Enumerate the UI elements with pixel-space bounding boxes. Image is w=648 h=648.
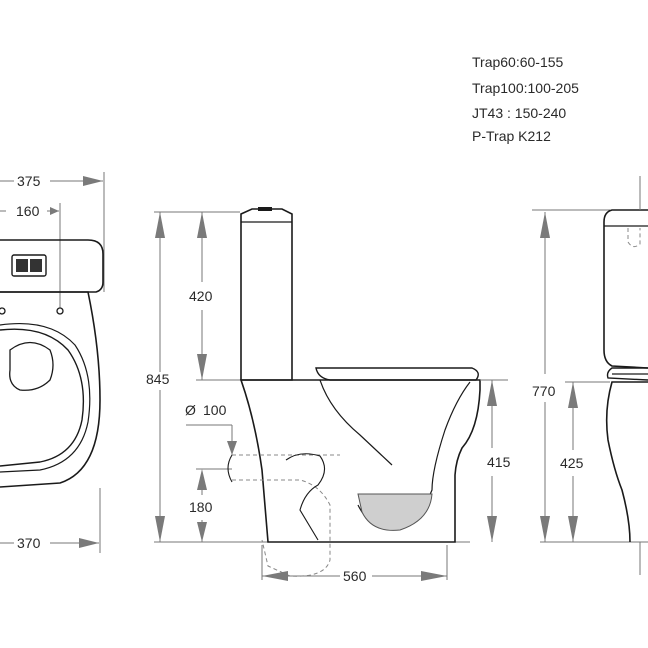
- arrow-cistern-top: [197, 212, 207, 238]
- arrow-top-width: [83, 176, 103, 186]
- dim-top-width: 375: [17, 173, 41, 189]
- dim-front-total-height: 770: [532, 383, 556, 399]
- flush-valve-dashed: [627, 228, 641, 248]
- bowl-side-outline: [239, 379, 481, 543]
- water-seal: [357, 493, 433, 531]
- cistern-side-outline: [240, 208, 293, 381]
- dim-front-seat-height: 425: [560, 455, 584, 471]
- arrow-total-bottom: [155, 516, 165, 542]
- dim-base-width: 370: [17, 535, 41, 551]
- arrow-front-seat-bottom: [568, 516, 578, 542]
- arrow-outlet-bottom: [197, 522, 207, 542]
- arrow-front-total-top: [540, 212, 550, 238]
- arrow-depth-left: [262, 571, 288, 581]
- dim-cistern-height: 420: [189, 288, 213, 304]
- arrow-cistern-bottom: [197, 354, 207, 380]
- fixing-hole-left-icon: [0, 307, 6, 315]
- top-view: 375 160 370: [0, 172, 105, 553]
- diameter-symbol: Ø: [185, 402, 196, 418]
- arrow-front-total-bottom: [540, 516, 550, 542]
- trap-outline: [227, 453, 326, 541]
- cistern-front-outline: [603, 209, 648, 369]
- dim-depth: 560: [343, 568, 367, 584]
- bowl-outline: [0, 291, 101, 488]
- seat-outline: [0, 328, 85, 467]
- seat-side-outline: [315, 367, 479, 381]
- dim-total-height: 845: [146, 371, 170, 387]
- fixing-hole-icon: [56, 307, 64, 315]
- spec-trap100: Trap100:100-205: [472, 80, 579, 96]
- arrow-front-seat-top: [568, 382, 578, 408]
- spec-ptrap: P-Trap K212: [472, 128, 551, 144]
- arrow-diameter: [227, 441, 237, 455]
- dim-hole-spacing: 160: [16, 203, 40, 219]
- bowl-inner-front: [319, 379, 393, 466]
- cistern-top-outline: [0, 239, 104, 293]
- arrow-seat-bottom: [487, 516, 497, 542]
- flush-button-side: [258, 207, 272, 211]
- spec-jt43: JT43 : 150-240: [472, 105, 567, 121]
- rim-outline: [0, 322, 91, 473]
- spec-trap60: Trap60:60-155: [472, 54, 564, 70]
- flush-button-full: [30, 259, 42, 272]
- seat-front-outline: [606, 367, 648, 381]
- arrow-depth-right: [421, 571, 447, 581]
- bowl-front-outline: [605, 381, 648, 543]
- arrow-holes: [50, 207, 59, 215]
- flush-button-plate: [11, 254, 47, 277]
- flush-button-half: [16, 259, 28, 272]
- dim-outlet-diameter: 100: [203, 402, 227, 418]
- dim-seat-height: 415: [487, 454, 511, 470]
- arrow-outlet-top: [197, 469, 207, 490]
- arrow-seat-top: [487, 380, 497, 406]
- arrow-base: [79, 538, 99, 548]
- dim-outlet-height: 180: [189, 499, 213, 515]
- arrow-total-top: [155, 212, 165, 238]
- trap-path-dashed: [232, 454, 340, 577]
- side-view: 845 420 Ø 100 180: [146, 207, 511, 584]
- bowl-opening-outline: [9, 341, 54, 391]
- front-view: 770 425: [532, 176, 648, 575]
